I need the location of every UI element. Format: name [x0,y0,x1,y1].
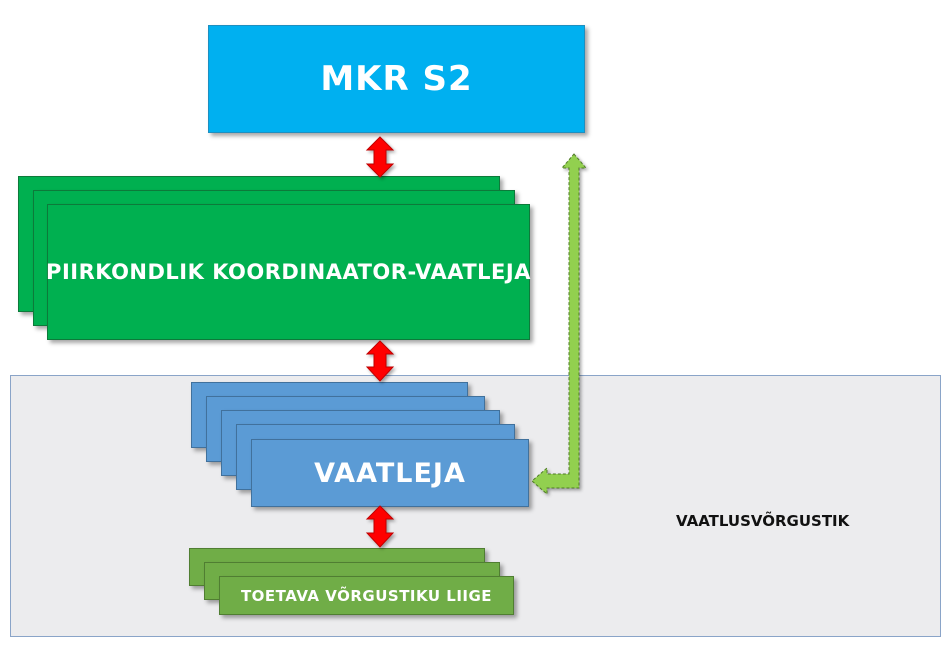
observer-mkr-feedback-arrow [531,153,588,496]
observation-network-label: VAATLUSVÕRGUSTIK [676,512,850,530]
observer-node: VAATLEJA [251,439,529,507]
member-label: TOETAVA VÕRGUSTIKU LIIGE [240,586,493,605]
observer-label: VAATLEJA [314,457,466,489]
mkr-s2-label: MKR S2 [320,59,473,99]
coordinator-observer-double-arrow [365,340,395,382]
coordinator-label: PIIRKONDLIK KOORDINAATOR-VAATLEJA [46,260,531,284]
member-node: TOETAVA VÕRGUSTIKU LIIGE [219,576,514,615]
mkr-coordinator-double-arrow [365,136,395,178]
mkr-s2-node: MKR S2 [208,25,585,133]
observer-member-double-arrow [365,505,395,548]
coordinator-node: PIIRKONDLIK KOORDINAATOR-VAATLEJA [46,204,531,340]
